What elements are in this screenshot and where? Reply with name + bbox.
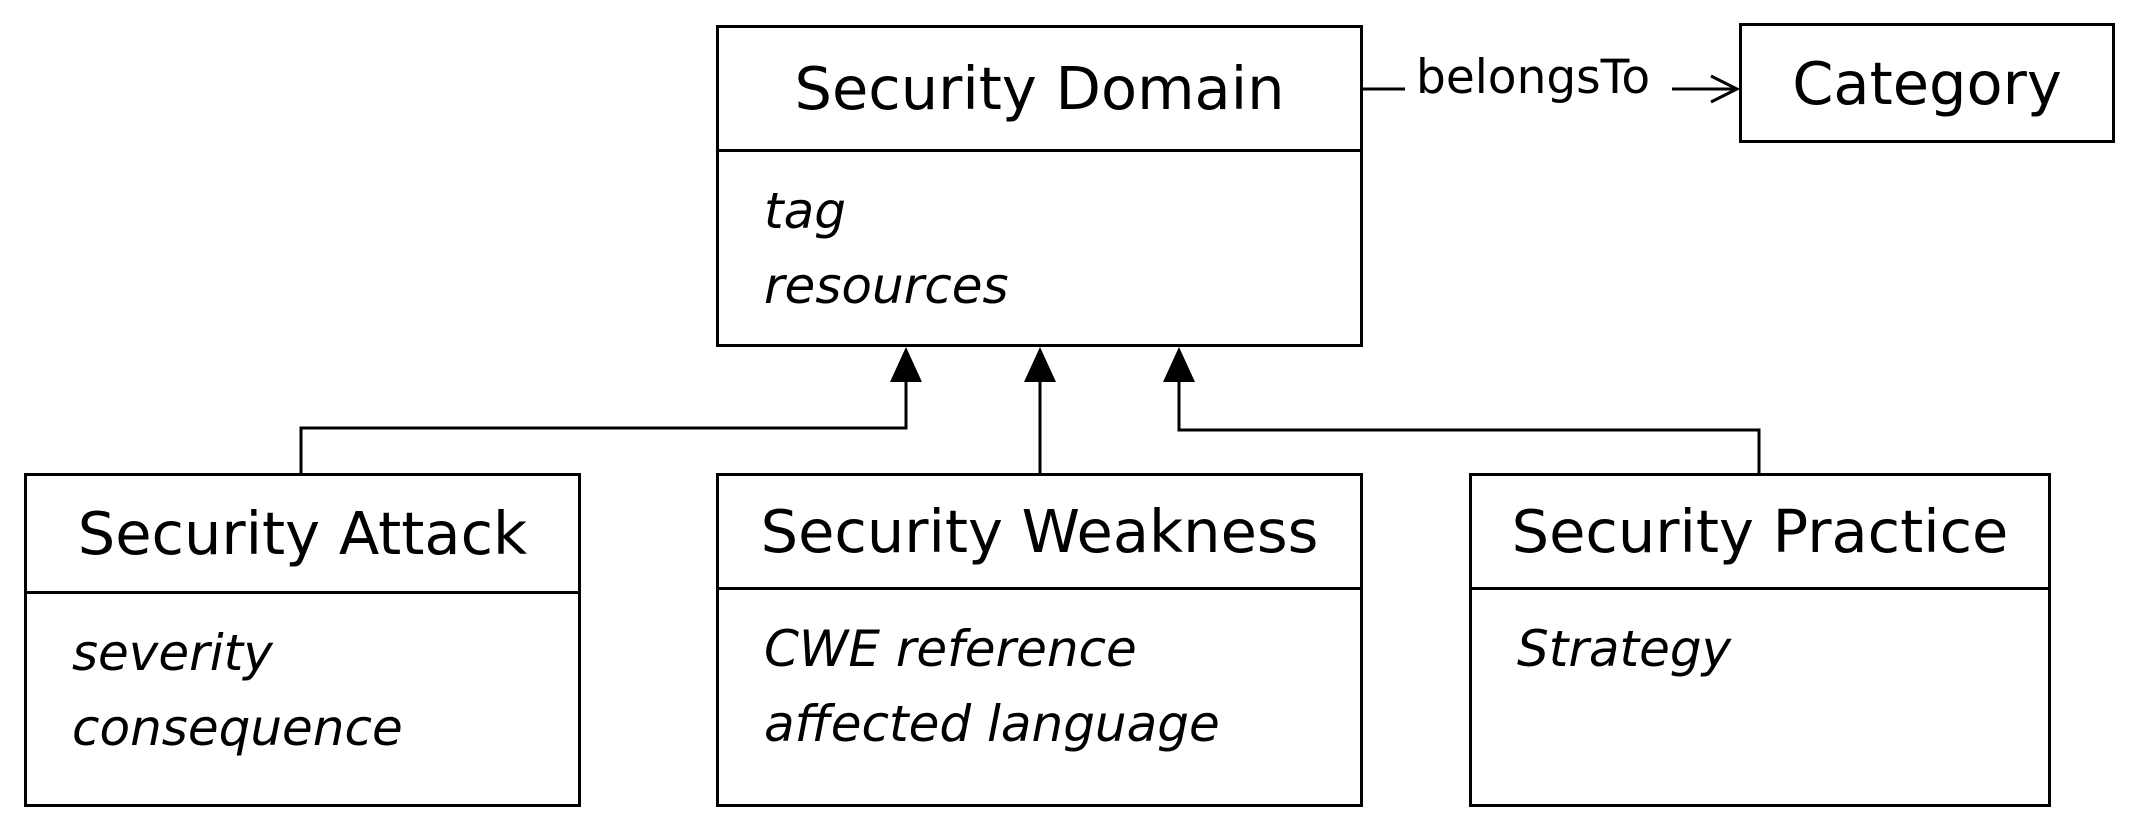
- security-attack-title: Security Attack: [27, 476, 578, 594]
- security-weakness-attributes: CWE reference affected language: [719, 590, 1360, 762]
- attribute-cwe-reference: CWE reference: [764, 620, 1137, 678]
- attribute-consequence: consequence: [72, 699, 403, 757]
- security-practice-attributes: Strategy: [1472, 590, 2048, 687]
- security-attack-class: Security Attack severity consequence: [24, 473, 581, 807]
- attribute-resources: resources: [764, 257, 1009, 315]
- generalization-attack-arrowhead-icon: [890, 347, 922, 382]
- attribute-severity: severity: [72, 624, 273, 682]
- security-domain-attributes: tag resources: [719, 152, 1360, 324]
- attribute-strategy: Strategy: [1517, 620, 1732, 678]
- generalization-practice-arrowhead-icon: [1163, 347, 1195, 382]
- security-attack-attributes: severity consequence: [27, 594, 578, 766]
- security-weakness-title: Security Weakness: [719, 476, 1360, 590]
- security-practice-title: Security Practice: [1472, 476, 2048, 590]
- generalization-practice-line: [1177, 382, 1761, 473]
- security-weakness-class: Security Weakness CWE reference affected…: [716, 473, 1363, 807]
- association-label-belongs-to: belongsTo: [1416, 48, 1651, 108]
- attribute-affected-language: affected language: [764, 695, 1220, 753]
- attribute-tag: tag: [764, 182, 846, 240]
- generalization-weakness-arrowhead-icon: [1024, 347, 1056, 382]
- security-domain-title: Security Domain: [719, 28, 1360, 152]
- generalization-attack-line: [299, 382, 908, 473]
- security-practice-class: Security Practice Strategy: [1469, 473, 2051, 807]
- category-class: Category: [1739, 23, 2115, 143]
- security-domain-class: Security Domain tag resources: [716, 25, 1363, 347]
